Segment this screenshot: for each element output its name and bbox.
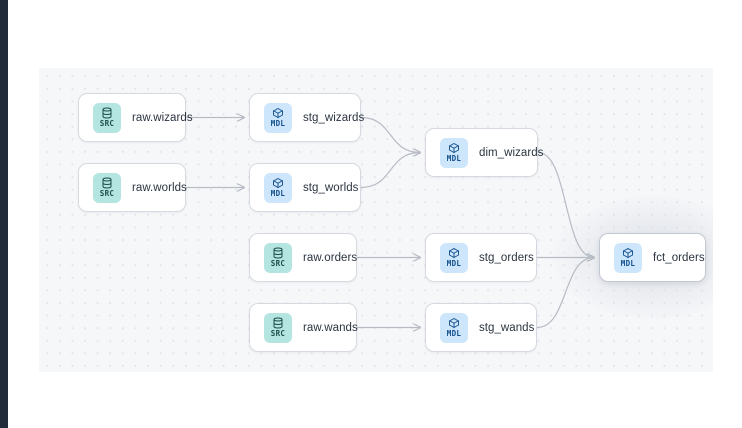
cube-icon: MDL	[264, 102, 292, 133]
database-icon-glyph	[101, 177, 113, 189]
node-type-badge-label: SRC	[99, 189, 115, 199]
cube-icon: MDL	[440, 312, 468, 343]
node-type-badge-label: MDL	[620, 259, 636, 269]
node-type-badge-label: SRC	[270, 329, 286, 339]
database-icon-glyph	[272, 317, 284, 329]
node-label: raw.orders	[303, 251, 358, 264]
node-label: dim_wizards	[479, 146, 544, 159]
lineage-edge-stg_worlds-to-dim_wizards	[360, 153, 420, 189]
lineage-node-dim_wizards[interactable]: MDL dim_wizards	[425, 128, 543, 177]
lineage-node-fct_orders[interactable]: MDL fct_orders	[599, 233, 706, 282]
node-type-badge-label: MDL	[270, 189, 286, 199]
database-icon: SRC	[264, 312, 292, 343]
node-label: stg_worlds	[303, 181, 359, 194]
lineage-edge-stg_wands-to-fct_orders	[536, 258, 594, 329]
node-type-badge-label: SRC	[99, 119, 115, 129]
lineage-node-raw_wands[interactable]: SRC raw.wands	[249, 303, 358, 352]
lineage-node-stg_wands[interactable]: MDL stg_wands	[425, 303, 537, 352]
cube-icon: MDL	[614, 242, 642, 273]
node-label: raw.wands	[303, 321, 358, 334]
node-type-badge-label: MDL	[446, 329, 462, 339]
lineage-node-raw_worlds[interactable]: SRC raw.worlds	[78, 163, 187, 212]
cube-icon: MDL	[264, 172, 292, 203]
lineage-node-stg_wizards[interactable]: MDL stg_wizards	[249, 93, 365, 142]
database-icon: SRC	[93, 102, 121, 133]
lineage-node-stg_orders[interactable]: MDL stg_orders	[425, 233, 537, 282]
cube-icon: MDL	[440, 242, 468, 273]
left-nav-rail[interactable]	[0, 0, 8, 428]
cube-icon-glyph	[448, 317, 460, 329]
database-icon: SRC	[264, 242, 292, 273]
cube-icon-glyph	[448, 142, 460, 154]
cube-icon-glyph	[448, 247, 460, 259]
cube-icon: MDL	[440, 137, 468, 168]
lineage-edge-dim_wizards-to-fct_orders	[537, 151, 594, 258]
database-icon-glyph	[101, 107, 113, 119]
node-label: raw.wizards	[132, 111, 193, 124]
node-label: stg_orders	[479, 251, 534, 264]
node-label: stg_wizards	[303, 111, 365, 124]
node-type-badge-label: MDL	[446, 154, 462, 164]
node-type-badge-label: SRC	[270, 259, 286, 269]
cube-icon-glyph	[622, 247, 634, 259]
node-label: stg_wands	[479, 321, 535, 334]
node-type-badge-label: MDL	[270, 119, 286, 129]
node-type-badge-label: MDL	[446, 259, 462, 269]
database-icon: SRC	[93, 172, 121, 203]
lineage-node-raw_orders[interactable]: SRC raw.orders	[249, 233, 357, 282]
node-label: raw.worlds	[132, 181, 187, 194]
database-icon-glyph	[272, 247, 284, 259]
lineage-node-stg_worlds[interactable]: MDL stg_worlds	[249, 163, 361, 212]
cube-icon-glyph	[272, 177, 284, 189]
lineage-node-raw_wizards[interactable]: SRC raw.wizards	[78, 93, 193, 142]
cube-icon-glyph	[272, 107, 284, 119]
lineage-edge-stg_wizards-to-dim_wizards	[360, 116, 420, 153]
node-label: fct_orders	[653, 251, 705, 264]
